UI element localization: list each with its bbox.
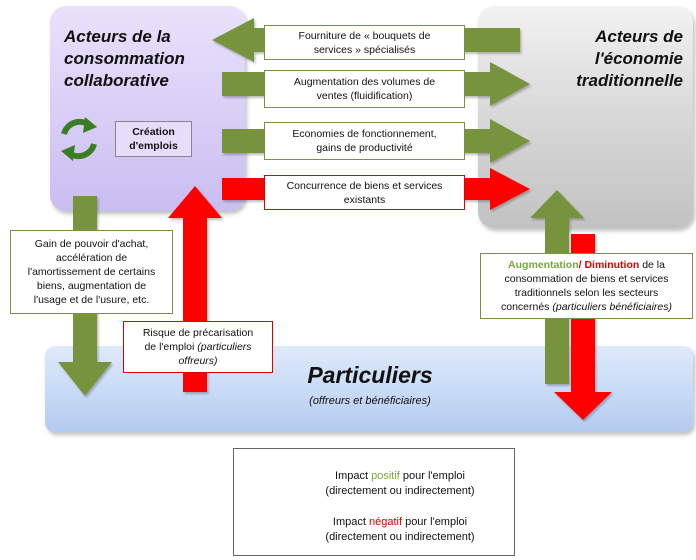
legend-negative-text: Impact négatif pour l'emploi (directemen…	[325, 516, 475, 543]
gain-pouvoir-achat-label: Gain de pouvoir d'achat, accélération de…	[10, 230, 173, 314]
creation-emplois-label: Création d'emplois	[115, 121, 192, 157]
legend-box	[233, 448, 515, 556]
bouquets-label: Fourniture de « bouquets de services » s…	[264, 25, 465, 60]
arrow-diminution-down	[554, 234, 612, 420]
economies-label: Economies de fonctionnement, gains de pr…	[264, 122, 465, 160]
concurrence-label: Concurrence de biens et services existan…	[264, 175, 465, 210]
risque-precarisation-label: Risque de précarisation de l'emploi (par…	[123, 321, 273, 373]
arrow-risque-up	[168, 186, 222, 392]
traditional-actors-title: Acteurs de l'économie traditionnelle	[576, 27, 683, 90]
particuliers-title: Particuliers	[307, 362, 433, 388]
augmentation-diminution-label: Augmentation/ Diminution de la consommat…	[480, 253, 693, 319]
recycle-icon	[61, 117, 97, 161]
volumes-label: Augmentation des volumes de ventes (flui…	[264, 70, 465, 108]
particuliers-subtitle: (offreurs et bénéficiaires)	[309, 395, 431, 407]
collaborative-actors-title: Acteurs de la consommation collaborative	[64, 27, 185, 90]
legend-positive-text: Impact positif pour l'emploi (directemen…	[325, 470, 475, 497]
